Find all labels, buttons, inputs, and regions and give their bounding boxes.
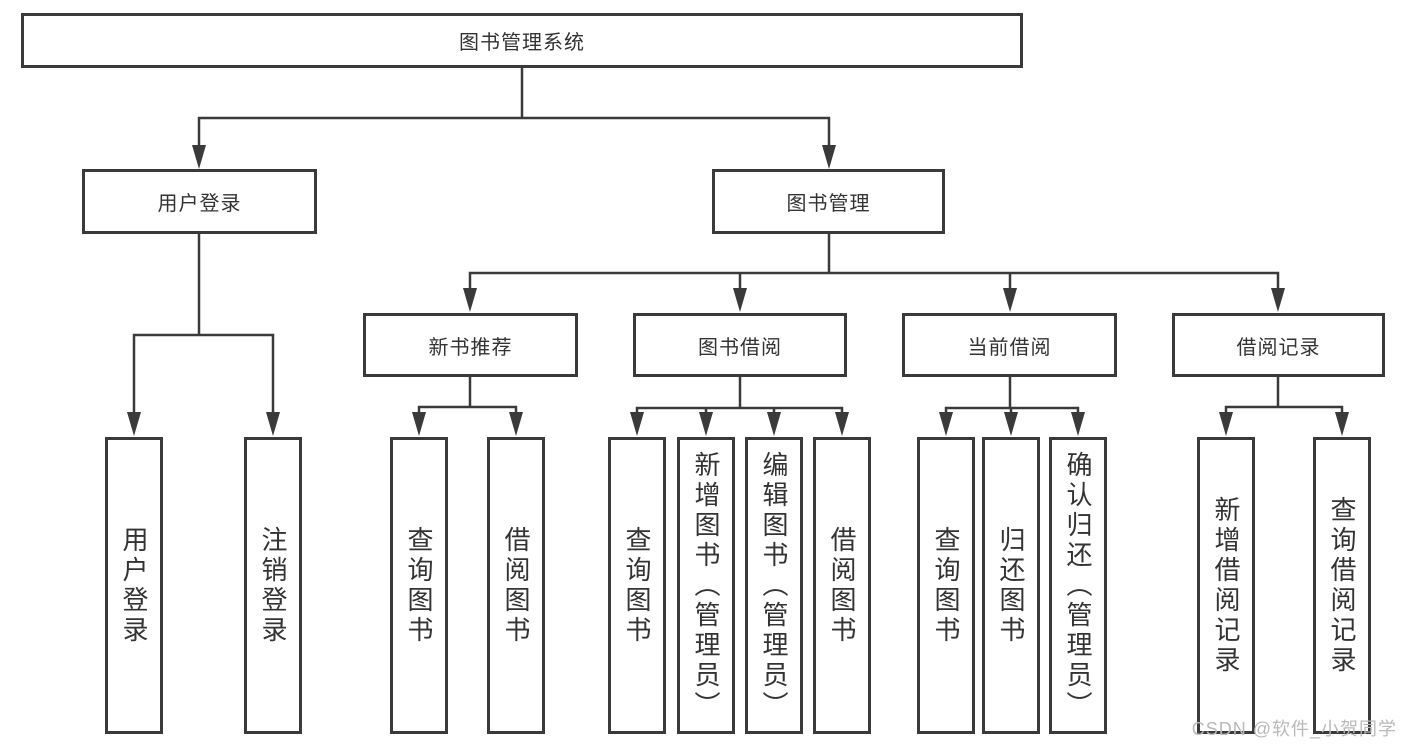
connector-currentborrow-to-leaves — [939, 377, 1085, 436]
leaf-edit-books-admin-label: 编辑图书（管理员） — [759, 450, 789, 721]
connector-userlogin-to-leaves — [127, 234, 280, 436]
leaf-add-books-admin: 新增图书（管理员） — [677, 437, 735, 734]
leaf-add-books-admin-label: 新增图书（管理员） — [691, 450, 721, 721]
leaf-query-books-2: 查询图书 — [608, 437, 666, 734]
node-current-borrow: 当前借阅 — [902, 313, 1117, 377]
leaf-query-books-1-label: 查询图书 — [404, 525, 434, 646]
leaf-query-books-3-label: 查询图书 — [931, 525, 961, 646]
node-root: 图书管理系统 — [21, 13, 1023, 68]
leaf-user-login-label: 用户登录 — [119, 525, 149, 646]
leaf-borrow-books-2: 借阅图书 — [813, 437, 871, 734]
connector-newbook-to-leaves — [412, 377, 523, 436]
leaf-confirm-return-admin-label: 确认归还（管理员） — [1063, 450, 1093, 721]
leaf-borrow-books-2-label: 借阅图书 — [827, 525, 857, 646]
node-book-management-label: 图书管理 — [786, 193, 871, 215]
leaf-edit-books-admin: 编辑图书（管理员） — [745, 437, 803, 734]
node-borrow-records: 借阅记录 — [1172, 313, 1385, 377]
leaf-query-books-3: 查询图书 — [917, 437, 975, 734]
connector-bookmgmt-to-level3 — [463, 234, 1285, 312]
node-new-book-recommend: 新书推荐 — [363, 313, 578, 377]
leaf-borrow-books-1-label: 借阅图书 — [501, 525, 531, 646]
leaf-logout-label: 注销登录 — [258, 525, 288, 646]
leaf-query-books-2-label: 查询图书 — [622, 525, 652, 646]
node-current-borrow-label: 当前借阅 — [967, 336, 1052, 359]
leaf-query-books-1: 查询图书 — [390, 437, 448, 734]
node-book-borrow: 图书借阅 — [633, 313, 847, 377]
csdn-watermark: CSDN @软件_小贺同学 — [1191, 719, 1397, 739]
leaf-confirm-return-admin: 确认归还（管理员） — [1049, 437, 1107, 734]
connector-borrowrecords-to-leaves — [1219, 377, 1349, 436]
connector-bookborrow-to-leaves — [630, 377, 849, 436]
leaf-logout: 注销登录 — [244, 437, 302, 734]
node-book-borrow-label: 图书借阅 — [698, 336, 782, 359]
node-borrow-records-label: 借阅记录 — [1236, 336, 1321, 359]
leaf-query-borrow-record-label: 查询借阅记录 — [1327, 495, 1357, 676]
leaf-user-login: 用户登录 — [105, 437, 163, 734]
leaf-query-borrow-record: 查询借阅记录 — [1313, 437, 1371, 734]
leaf-add-borrow-record: 新增借阅记录 — [1197, 437, 1255, 734]
leaf-add-borrow-record-label: 新增借阅记录 — [1211, 495, 1241, 676]
leaf-return-books-label: 归还图书 — [996, 525, 1026, 646]
node-user-login-label: 用户登录 — [157, 193, 242, 215]
connector-root-to-level2 — [192, 68, 836, 169]
node-new-book-recommend-label: 新书推荐 — [428, 336, 513, 359]
node-book-management: 图书管理 — [712, 169, 945, 234]
leaf-borrow-books-1: 借阅图书 — [487, 437, 545, 734]
leaf-return-books: 归还图书 — [982, 437, 1040, 734]
node-root-label: 图书管理系统 — [459, 32, 585, 54]
node-user-login: 用户登录 — [82, 169, 317, 234]
